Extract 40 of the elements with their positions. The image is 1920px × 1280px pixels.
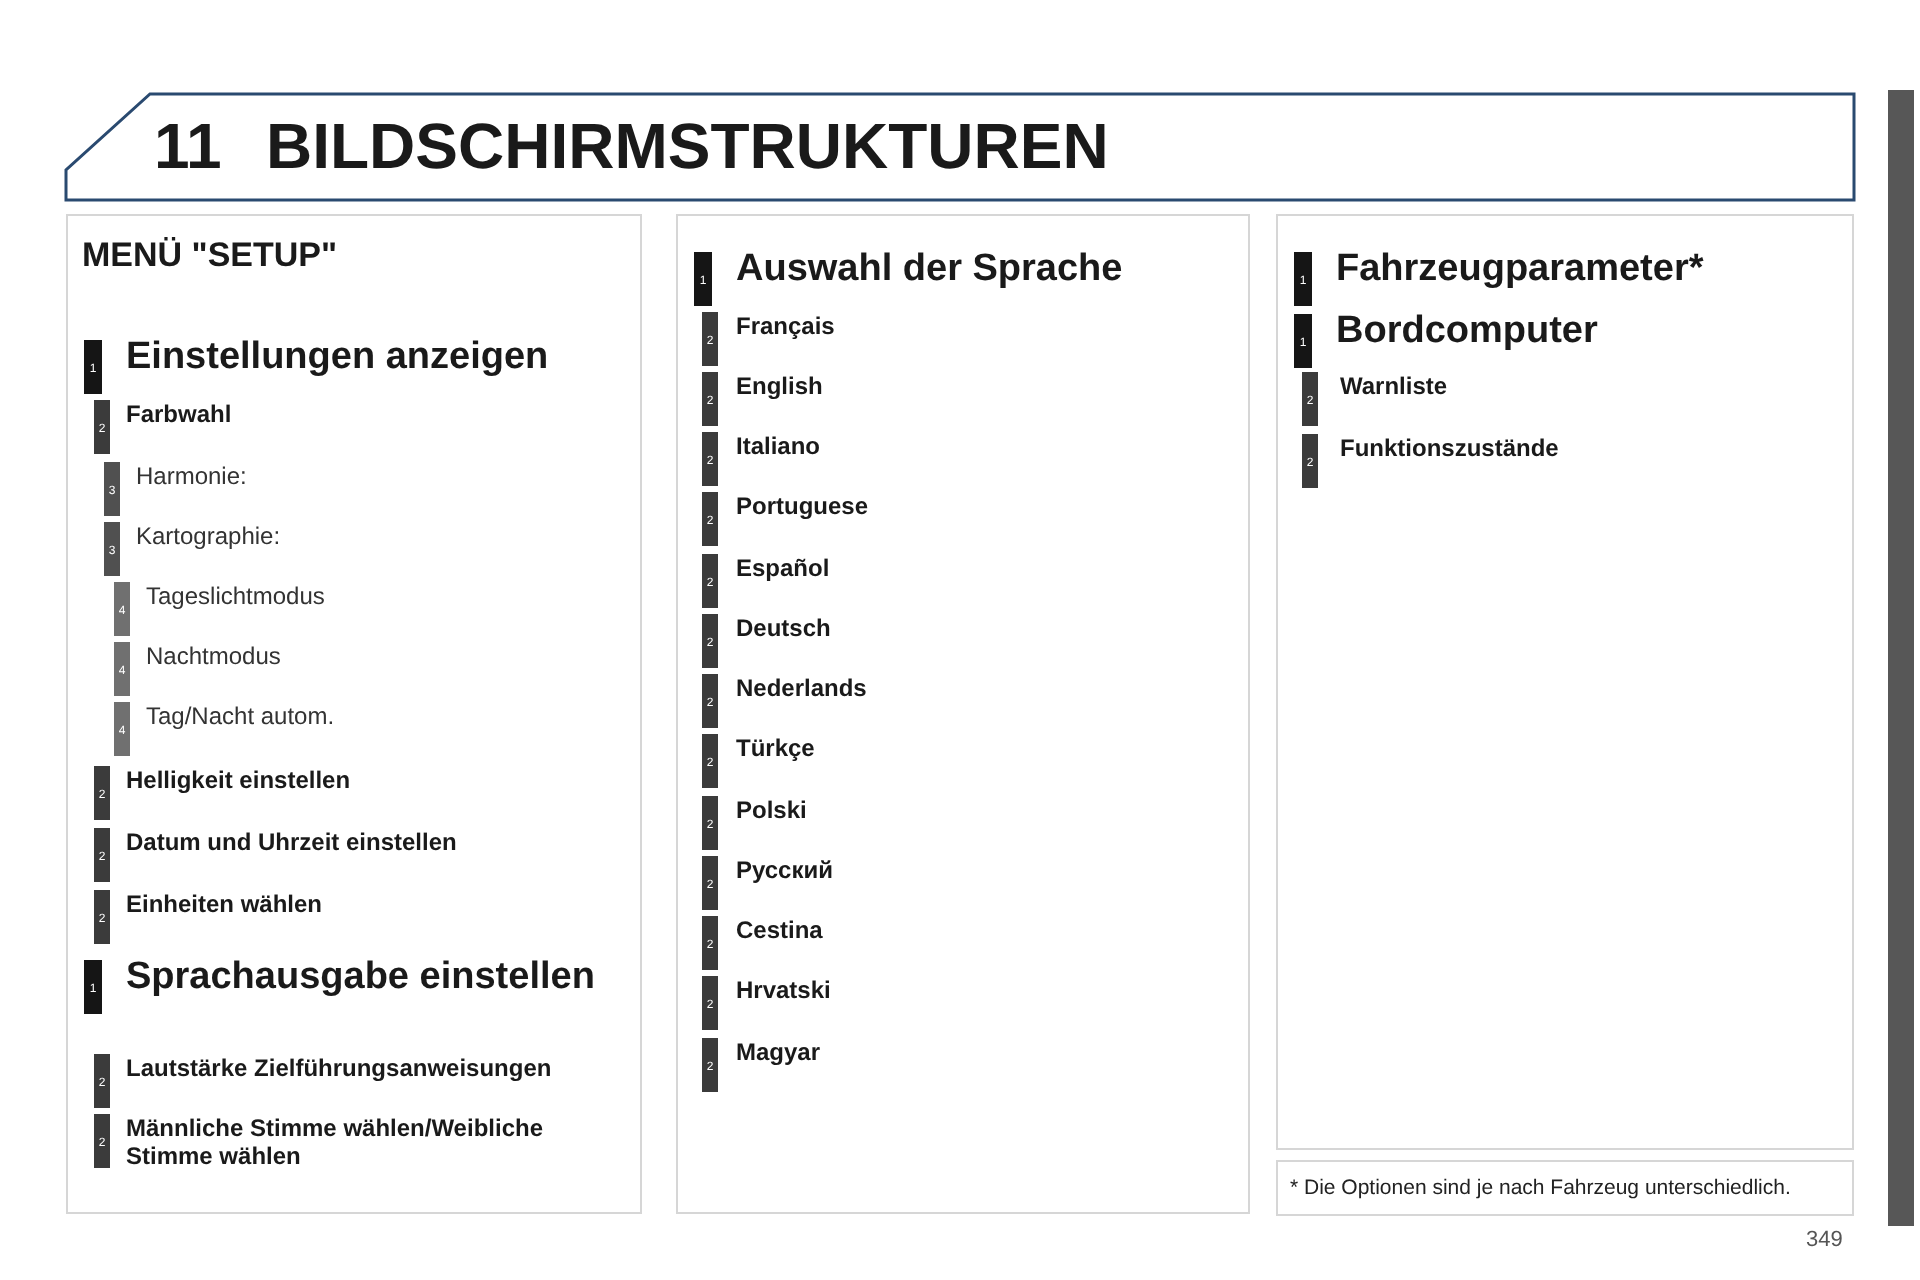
menu-item: Datum und Uhrzeit einstellen [126, 828, 457, 856]
menu-item: Helligkeit einstellen [126, 766, 351, 794]
menu-heading: Fahrzeugparameter* [1336, 248, 1704, 290]
menu-item: Warnliste [1340, 372, 1448, 400]
menu-item: Deutsch [736, 614, 831, 642]
menu-item: Männliche Stimme wählen/Weibliche Stimme wählen [126, 1114, 545, 1170]
menu-item: Farbwahl [126, 400, 232, 428]
menu-item: Polski [736, 796, 807, 824]
footnote-box [1276, 1160, 1854, 1216]
menu-item: Cestina [736, 916, 823, 944]
menu-item: Nederlands [736, 674, 867, 702]
page-title: BILDSCHIRMSTRUKTUREN [266, 110, 1109, 182]
menu-item: Harmonie: [136, 462, 247, 490]
menu-item: Nachtmodus [146, 642, 281, 670]
menu-item: English [736, 372, 823, 400]
menu-item: Einheiten wählen [126, 890, 323, 918]
menu-item: Français [736, 312, 835, 340]
page-number: 349 [1806, 1228, 1843, 1254]
menu-panel [676, 214, 1250, 1214]
menu-item: Türkçe [736, 734, 815, 762]
menu-heading: Auswahl der Sprache [736, 248, 1123, 290]
menu-item: Lautstärke Zielführungsanweisungen [126, 1054, 552, 1082]
menu-item: Italiano [736, 432, 821, 460]
footnote-text: * Die Optionen sind je nach Fahrzeug unterschiedlich. [1290, 1176, 1791, 1202]
menu-item: Portuguese [736, 492, 869, 520]
menu-panel [66, 214, 642, 1214]
menu-heading: Einstellungen anzeigen [126, 336, 549, 378]
menu-item: Español [736, 554, 830, 582]
menu-item: Tag/Nacht autom. [146, 702, 335, 730]
menu-heading: Bordcomputer [1336, 310, 1598, 352]
menu-item: Русский [736, 856, 833, 884]
menu-item: Kartographie: [136, 522, 281, 550]
menu-panel [1276, 214, 1854, 1150]
chapter-number: 11 [154, 110, 222, 182]
menu-item: Tageslichtmodus [146, 582, 325, 610]
menu-item: Magyar [736, 1038, 821, 1066]
menu-item: Hrvatski [736, 976, 831, 1004]
menu-item: Funktionszustände [1340, 434, 1559, 462]
menu-heading: Sprachausgabe einstellen [126, 956, 595, 998]
panel-heading: MENÜ "SETUP" [82, 236, 338, 276]
